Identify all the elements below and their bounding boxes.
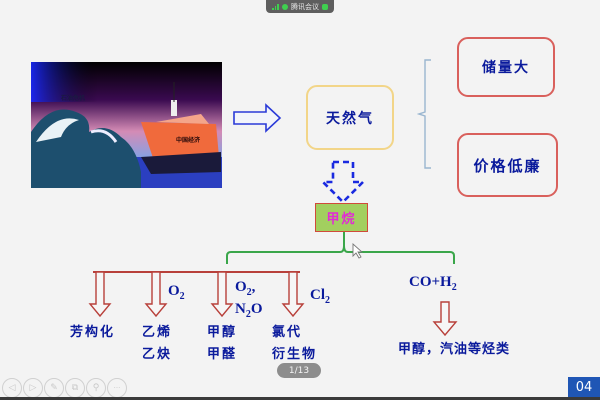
pen-icon: ✎ bbox=[50, 383, 58, 393]
prev-slide-button[interactable]: ◁ bbox=[2, 378, 22, 398]
methane-label: 甲烷 bbox=[326, 212, 357, 227]
product-oxygenates: 甲醇 甲醛 bbox=[207, 325, 238, 362]
meeting-status-bar[interactable]: 腾讯会议 bbox=[266, 0, 334, 13]
screenshot-button[interactable]: ⧉ bbox=[65, 378, 85, 398]
next-slide-button[interactable]: ▷ bbox=[23, 378, 43, 398]
right-arrow-icon bbox=[233, 103, 282, 133]
reagent-o2: O2 bbox=[168, 283, 185, 302]
advantage-box-reserve: 储量大 bbox=[457, 37, 555, 97]
meeting-app-name: 腾讯会议 bbox=[291, 2, 319, 11]
reagent-syngas: CO+H2 bbox=[409, 274, 457, 293]
screenshot-icon: ⧉ bbox=[71, 383, 79, 393]
product-syngas: 甲醇，汽油等烃类 bbox=[398, 342, 511, 357]
reagent-o2-n2o: O2, N2O bbox=[235, 279, 263, 320]
bottom-divider bbox=[0, 397, 600, 400]
down-arrow-alkenes bbox=[144, 271, 168, 318]
search-icon: ⚲ bbox=[92, 383, 100, 393]
signal-icon bbox=[272, 3, 279, 10]
mic-icon[interactable] bbox=[322, 3, 328, 10]
ship-label: 中国经济 bbox=[176, 137, 201, 144]
branch-bracket bbox=[226, 232, 455, 264]
natural-gas-box: 天然气 bbox=[306, 85, 394, 150]
dashed-down-arrow-icon bbox=[320, 160, 366, 204]
methane-box: 甲烷 bbox=[315, 203, 368, 232]
page-indicator: 1/13 bbox=[277, 363, 321, 378]
down-arrow-aromatization bbox=[88, 271, 112, 318]
oil-crisis-cartoon: 石油危机 中国经济 bbox=[31, 62, 222, 188]
advantage-box-price: 价格低廉 bbox=[457, 133, 558, 197]
product-aromatization: 芳构化 bbox=[70, 325, 116, 340]
more-button[interactable]: ··· bbox=[107, 378, 127, 398]
status-dot-icon bbox=[282, 3, 288, 10]
chevron-left-icon: ◁ bbox=[8, 383, 16, 393]
reagent-cl2: Cl2 bbox=[310, 287, 330, 306]
wave-label: 石油危机 bbox=[61, 95, 86, 102]
product-chlorides: 氯代 衍生物 bbox=[272, 325, 318, 362]
more-icon: ··· bbox=[113, 384, 121, 392]
advantage-reserve-label: 储量大 bbox=[482, 60, 530, 76]
advantage-price-label: 价格低廉 bbox=[473, 156, 542, 175]
chevron-right-icon: ▷ bbox=[29, 383, 37, 393]
down-arrow-chlorides bbox=[281, 271, 305, 318]
down-arrow-oxygenates bbox=[210, 271, 234, 318]
mouse-cursor-icon bbox=[352, 243, 364, 259]
down-arrow-syngas bbox=[432, 301, 458, 337]
advantages-bracket bbox=[417, 59, 431, 169]
product-alkenes: 乙烯 乙炔 bbox=[142, 325, 173, 362]
pen-button[interactable]: ✎ bbox=[44, 378, 64, 398]
zoom-button[interactable]: ⚲ bbox=[86, 378, 106, 398]
slide-number-badge: 04 bbox=[568, 377, 600, 397]
natural-gas-label: 天然气 bbox=[326, 110, 374, 127]
product-arrows bbox=[88, 271, 305, 318]
